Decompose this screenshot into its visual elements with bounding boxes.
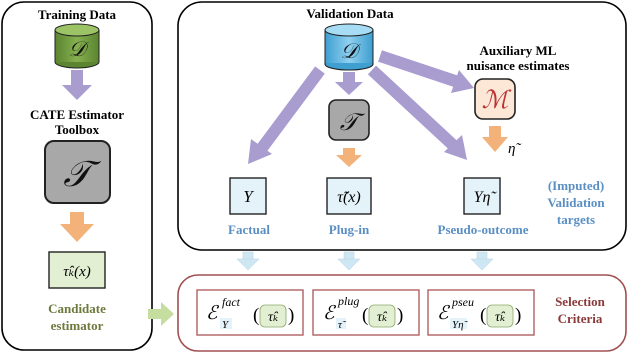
candidate-box bbox=[48, 251, 106, 289]
toolbox-box bbox=[44, 140, 111, 204]
plugin-target-box bbox=[326, 177, 372, 215]
aux-model-symbol: ℳ bbox=[482, 87, 512, 114]
pseudo-target-label: Pseudo-outcome bbox=[438, 222, 529, 237]
criterion-pseudo-open-paren: ( bbox=[480, 305, 486, 326]
validation-targets-label-line1: (Imputed) bbox=[548, 178, 604, 193]
validation-targets-label-line3: targets bbox=[557, 212, 595, 227]
validation-data-cylinder: 𝒟 bbox=[324, 23, 374, 71]
arrow-data-to-toolbox bbox=[335, 72, 363, 95]
criterion-factual-close-paren: ) bbox=[288, 305, 294, 326]
arrow-data-to-pseudo bbox=[367, 65, 467, 160]
criterion-plugin: ℰ plug τ̃ ( τ̂ₖ ) bbox=[323, 294, 403, 331]
criterion-pseudo: ℰ pseu Yη̃ ( τ̂ₖ ) bbox=[437, 295, 521, 331]
validation-panel bbox=[177, 1, 627, 251]
aux-title-line1: Auxiliary ML bbox=[480, 43, 557, 58]
arrow-training-to-toolbox bbox=[62, 70, 92, 100]
factual-target-box bbox=[229, 177, 267, 215]
criterion-pseudo-sup: pseu bbox=[451, 295, 474, 309]
arrow-data-to-factual bbox=[248, 66, 325, 164]
criterion-plugin-arg: τ̂ₖ bbox=[377, 310, 388, 325]
criterion-factual-arg: τ̂ₖ bbox=[268, 310, 279, 325]
selection-criteria-label-line1: Selection bbox=[555, 294, 606, 309]
validation-data-title: Validation Data bbox=[306, 6, 394, 21]
criterion-pseudo-close-paren: ) bbox=[515, 305, 521, 326]
criterion-factual-main: ℰ bbox=[206, 303, 220, 324]
validation-toolbox-box bbox=[328, 99, 370, 141]
criterion-factual-sup: fact bbox=[222, 295, 241, 309]
arrow-toolbox-to-plugin bbox=[336, 148, 362, 167]
training-data-symbol: 𝒟 bbox=[69, 37, 90, 61]
criterion-pseudo-box bbox=[427, 289, 535, 336]
criterion-plugin-box bbox=[312, 289, 420, 336]
plugin-target-label: Plug-in bbox=[329, 222, 370, 237]
aux-model-box bbox=[474, 78, 516, 120]
candidate-symbol: τ̂ₖ(x) bbox=[63, 264, 91, 280]
criterion-pseudo-main: ℰ bbox=[437, 303, 451, 324]
criterion-plugin-sup: plug bbox=[337, 294, 359, 308]
arrow-data-to-aux bbox=[378, 50, 474, 93]
toolbox-title-line1: CATE Estimator bbox=[30, 107, 124, 122]
selection-criteria-label-line2: Criteria bbox=[558, 311, 603, 326]
pseudo-target-box bbox=[463, 177, 501, 215]
arrow-plugin-to-criteria bbox=[337, 251, 361, 271]
criterion-factual-sub: Y bbox=[222, 319, 230, 331]
toolbox-title-line2: Toolbox bbox=[55, 122, 100, 137]
factual-target-symbol: Y bbox=[243, 187, 254, 206]
candidate-label-line2: estimator bbox=[51, 318, 104, 333]
training-data-title: Training Data bbox=[38, 7, 117, 22]
factual-target-label: Factual bbox=[228, 222, 270, 237]
arrow-factual-to-criteria bbox=[236, 251, 260, 271]
validation-data-symbol: 𝒟 bbox=[341, 39, 362, 63]
aux-title-line2: nuisance estimates bbox=[467, 58, 570, 73]
criterion-pseudo-arg: τ̂ₖ bbox=[495, 310, 506, 325]
plugin-target-symbol: τ̃(x) bbox=[337, 189, 360, 206]
criterion-plugin-main: ℰ bbox=[323, 303, 337, 324]
arrow-pseudo-to-criteria bbox=[470, 251, 494, 271]
arrow-toolbox-to-candidate bbox=[60, 212, 94, 242]
training-data-cylinder: 𝒟 bbox=[54, 23, 100, 69]
candidate-label-line1: Candidate bbox=[48, 301, 106, 316]
criterion-factual-open-paren: ( bbox=[253, 305, 259, 326]
arrow-aux-to-eta bbox=[482, 126, 508, 152]
arrow-candidate-to-criteria bbox=[148, 302, 174, 326]
criterion-plugin-close-paren: ) bbox=[397, 305, 403, 326]
validation-targets-label-line2: Validation bbox=[547, 195, 605, 210]
criterion-factual: ℰ fact Y ( τ̂ₖ ) bbox=[206, 295, 294, 331]
criterion-plugin-open-paren: ( bbox=[362, 305, 368, 326]
